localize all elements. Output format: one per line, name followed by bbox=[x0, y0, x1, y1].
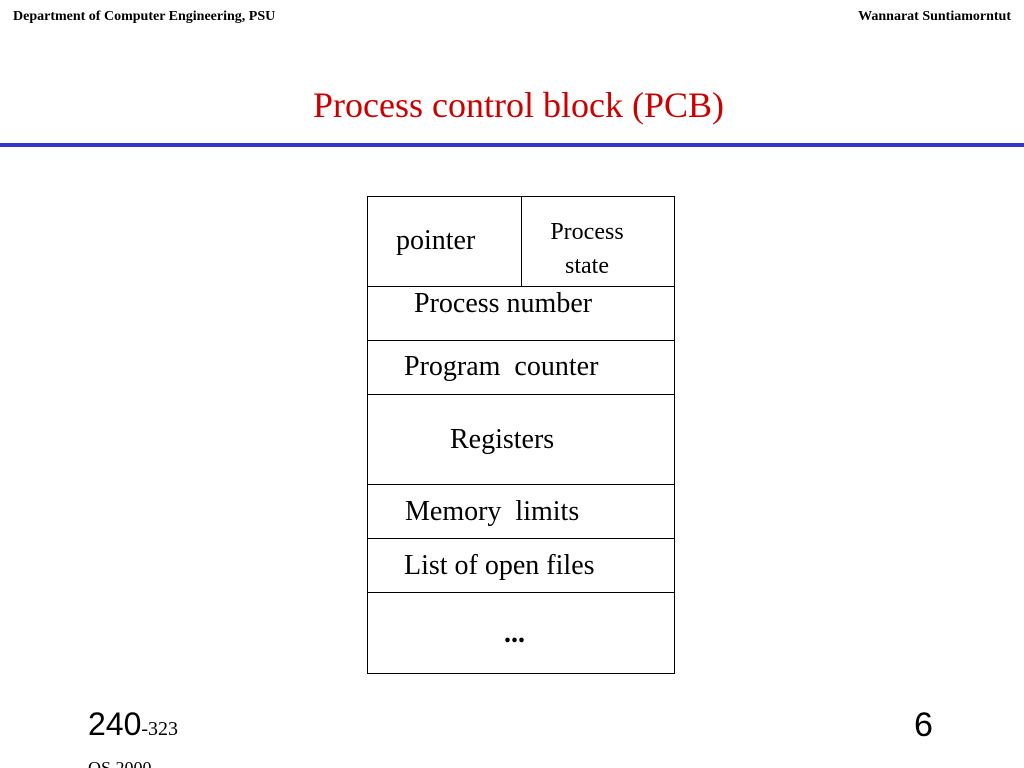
slide-title: Process control block (PCB) bbox=[313, 85, 724, 125]
pcb-row-registers: Registers bbox=[368, 395, 674, 485]
header-department: Department of Computer Engineering, PSU bbox=[13, 9, 276, 24]
pcb-row-process-number: Process number bbox=[368, 287, 674, 341]
pcb-row-open-files: List of open files bbox=[368, 539, 674, 593]
pcb-process-state-label: Process state bbox=[550, 219, 624, 279]
pcb-process-number-label: Process number bbox=[414, 288, 593, 319]
pcb-diagram: pointer Process state Process number Pro… bbox=[367, 196, 675, 674]
pcb-row-program-counter: Program counter bbox=[368, 341, 674, 395]
pcb-memory-limits-label: Memory limits bbox=[405, 496, 580, 527]
footer-os-label: OS 2000 bbox=[88, 758, 152, 768]
pcb-ellipsis-label: ... bbox=[504, 618, 525, 649]
pcb-row-memory-limits: Memory limits bbox=[368, 485, 674, 539]
pcb-pointer-label: pointer bbox=[396, 225, 476, 256]
pcb-open-files-label: List of open files bbox=[404, 550, 595, 581]
pcb-cell-divider bbox=[521, 197, 522, 286]
pcb-row-pointer-state: pointer Process state bbox=[368, 197, 674, 287]
header-author: Wannarat Suntiamorntut bbox=[858, 9, 1011, 24]
pcb-program-counter-label: Program counter bbox=[404, 351, 599, 382]
title-divider bbox=[0, 143, 1024, 147]
footer-course-sub: -323 bbox=[141, 718, 179, 740]
pcb-row-ellipsis: ... bbox=[368, 593, 674, 673]
footer-course-code: 240-323 bbox=[88, 706, 178, 743]
footer-course-main: 240 bbox=[88, 706, 142, 742]
pcb-registers-label: Registers bbox=[450, 424, 555, 455]
page-number: 6 bbox=[914, 706, 933, 744]
